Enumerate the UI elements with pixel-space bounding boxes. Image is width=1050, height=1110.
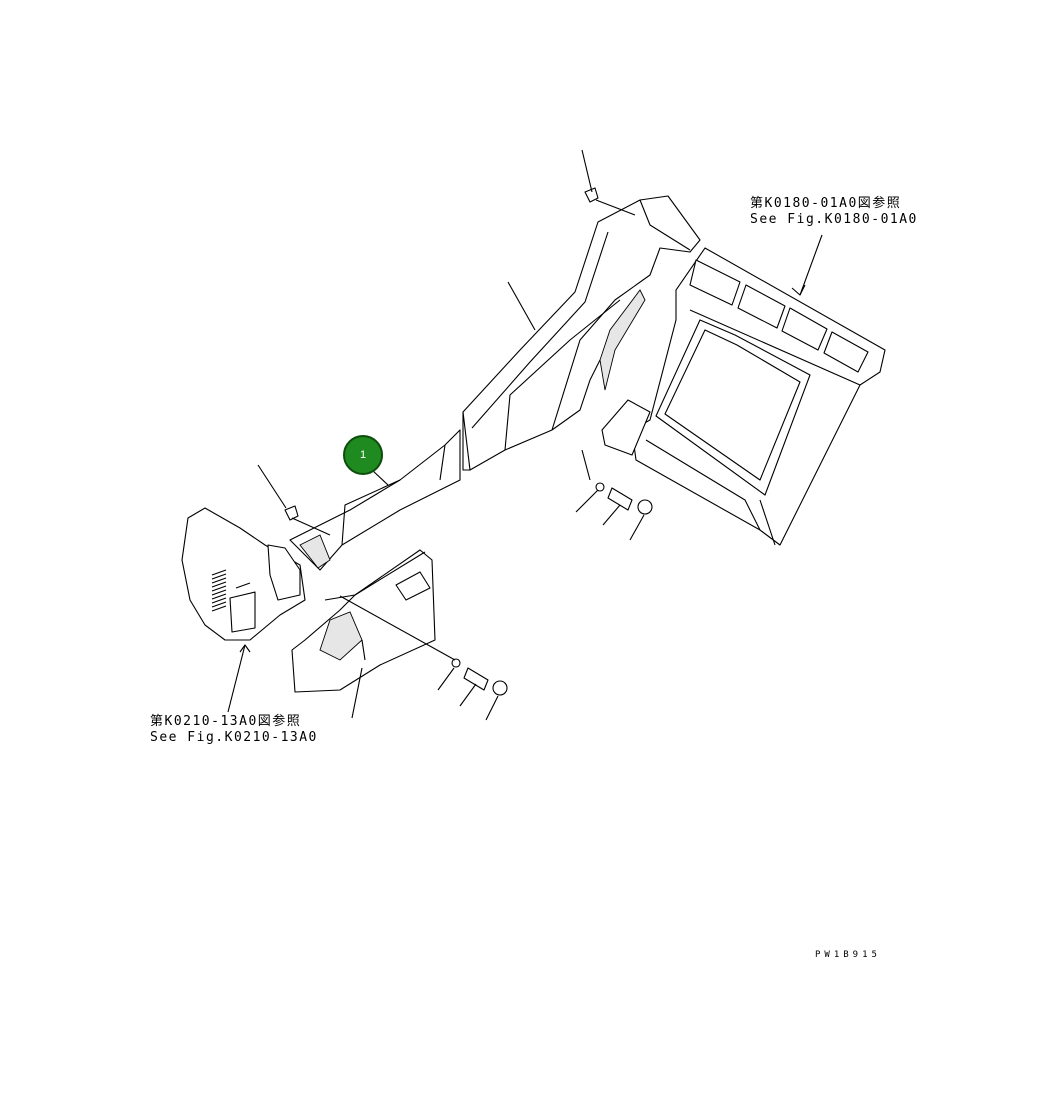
step-cover [291,549,436,693]
drawing-code: PW1B915 [815,950,881,960]
reference-en: See Fig.K0180-01A0 [750,212,918,227]
pillar-trim [462,195,701,471]
part-callout-1[interactable]: 1 [343,435,383,475]
console-panel [601,247,886,546]
part-1-trim-strip [289,429,461,571]
leader-lines [227,149,823,721]
reference-label-upper-right: 第K0180-01A0図参照 See Fig.K0180-01A0 [750,196,918,228]
reference-jp: 第K0210-13A0図参照 [150,714,302,729]
fasteners [284,187,653,696]
reference-en: See Fig.K0210-13A0 [150,730,318,745]
callout-number: 1 [359,449,367,461]
reference-jp: 第K0180-01A0図参照 [750,196,902,211]
reference-label-lower-left: 第K0210-13A0図参照 See Fig.K0210-13A0 [150,714,318,746]
left-cover [181,507,306,641]
